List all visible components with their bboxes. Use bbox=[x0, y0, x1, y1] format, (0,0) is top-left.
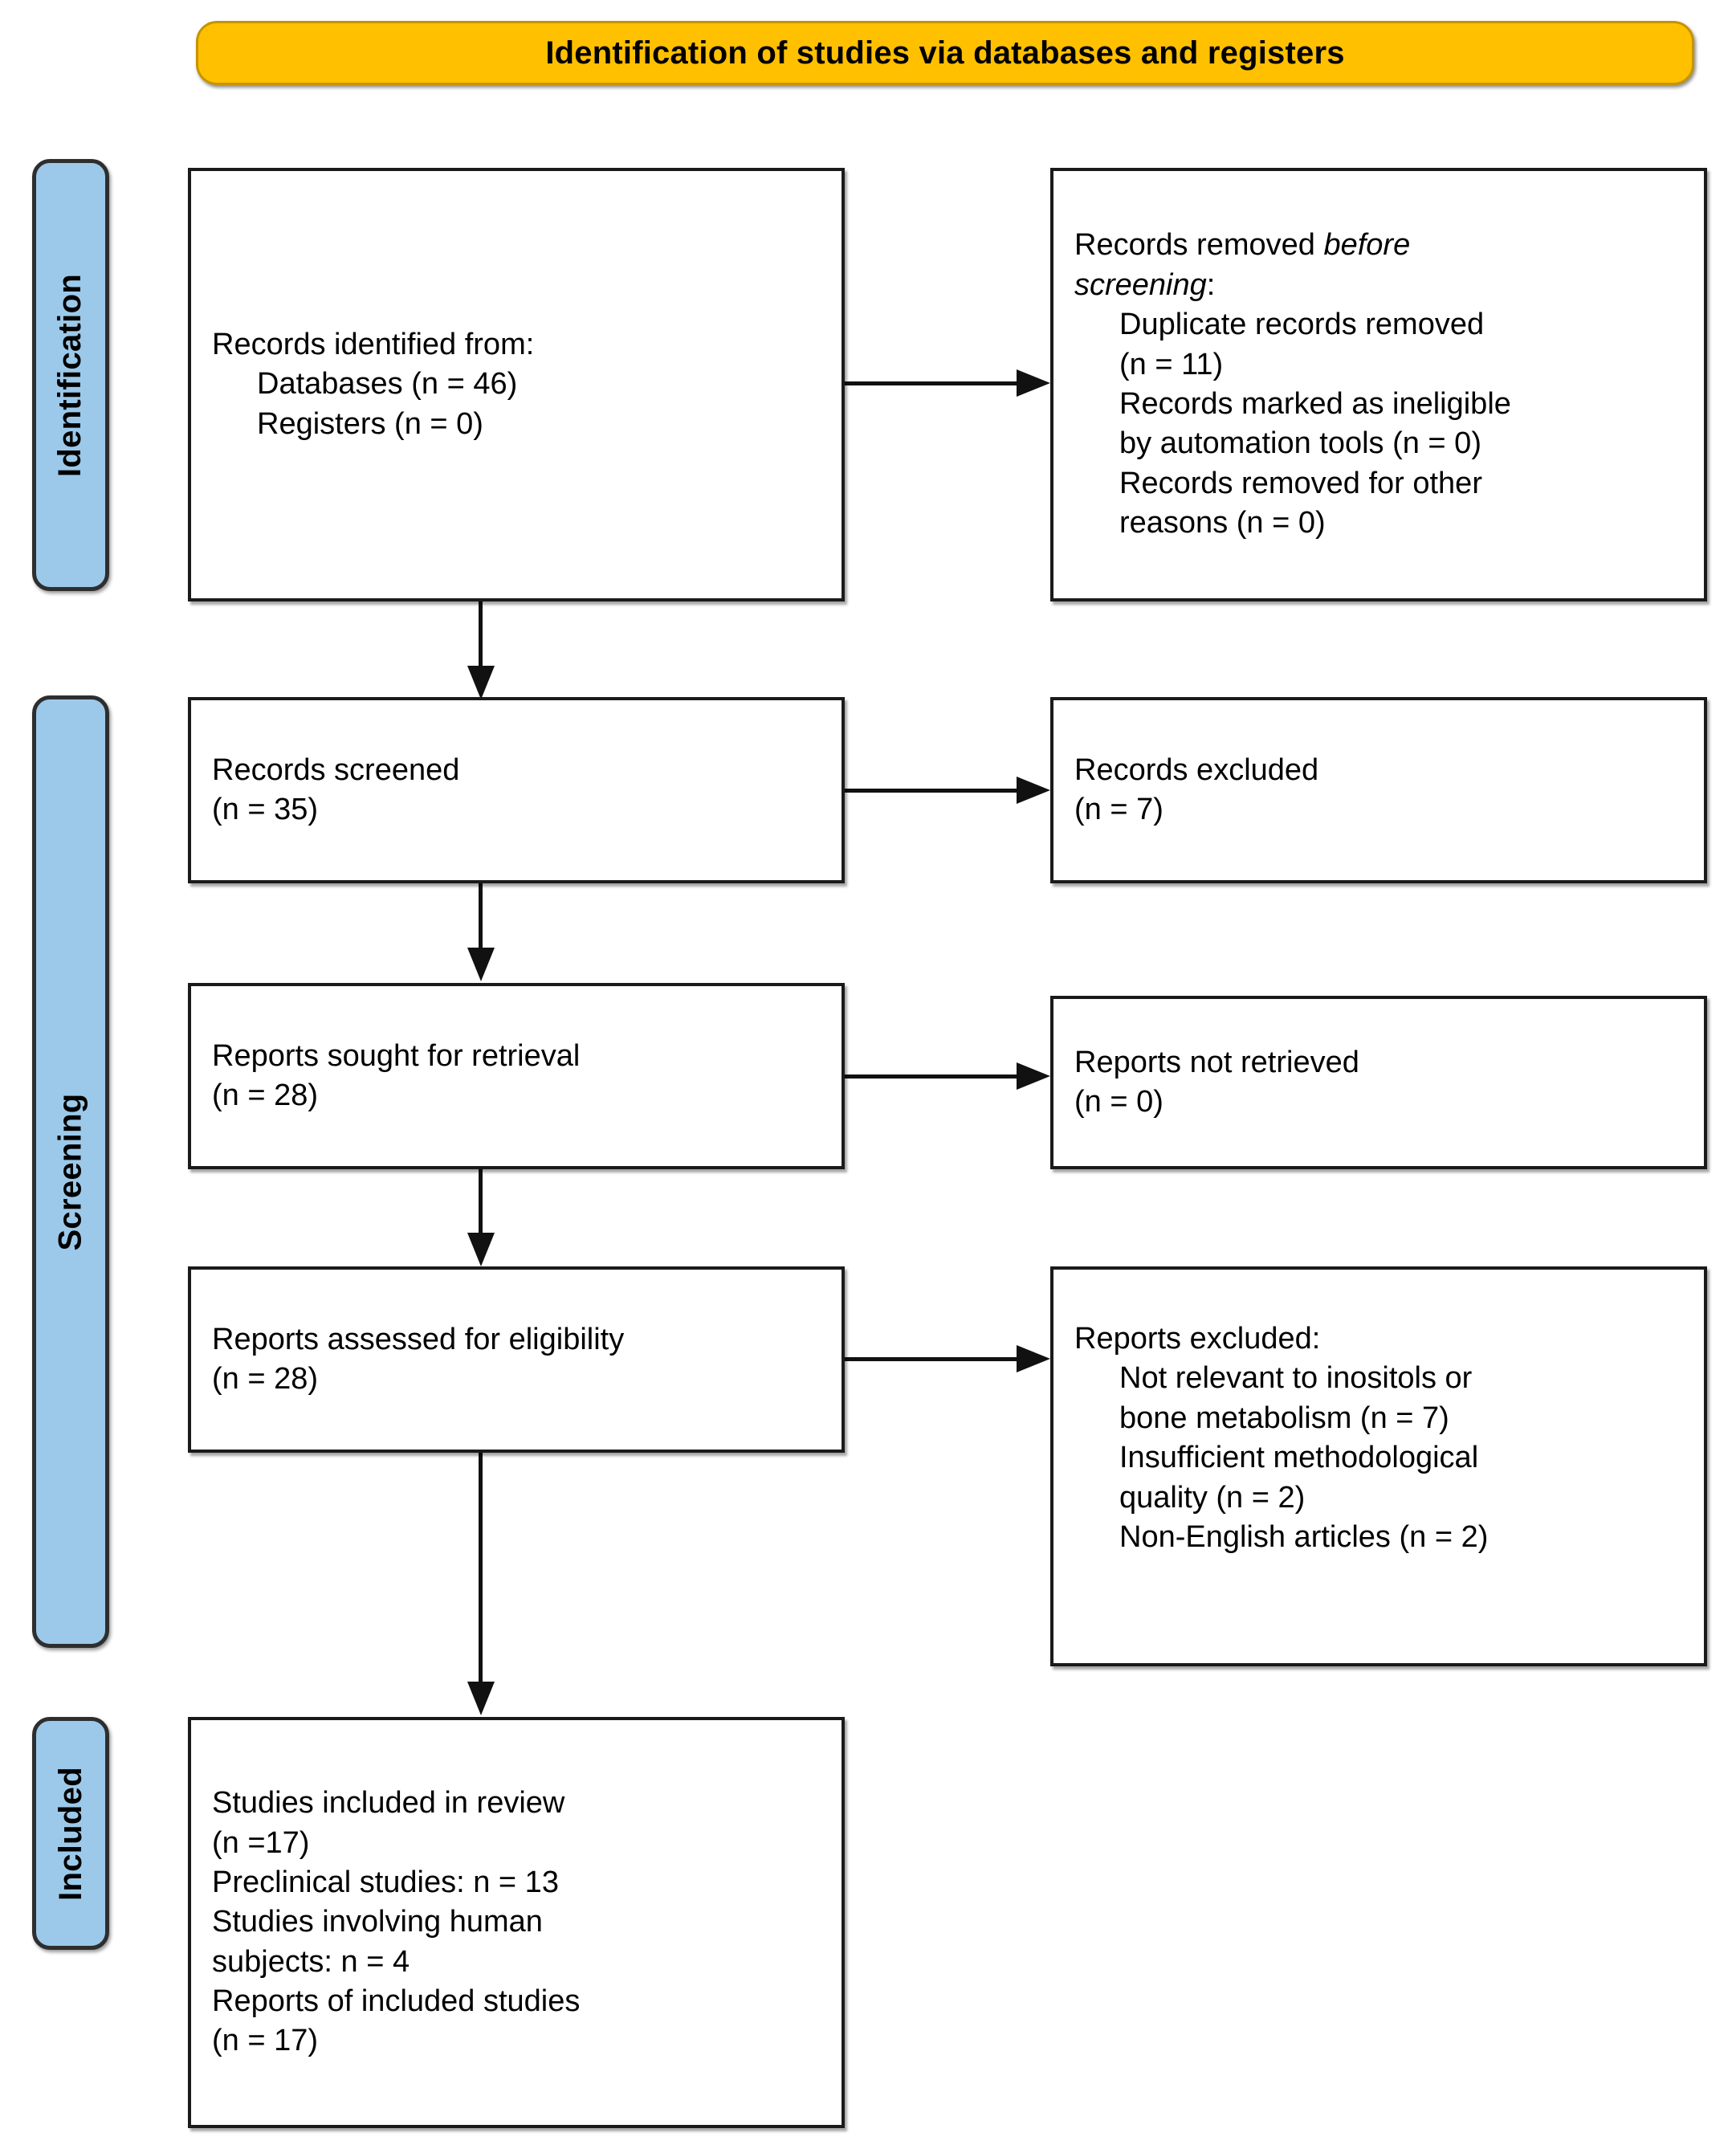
box-line: Reports assessed for eligibility bbox=[212, 1322, 625, 1356]
box-line: Records marked as ineligible bbox=[1119, 387, 1511, 421]
box-line: Preclinical studies: n = 13 bbox=[212, 1865, 559, 1899]
box-line: Studies included in review bbox=[212, 1786, 565, 1821]
arrow-screened-to-excluded bbox=[1017, 777, 1050, 804]
box-reports-not-retrieved: Reports not retrieved (n = 0) bbox=[1050, 996, 1707, 1169]
box-line: quality (n = 2) bbox=[1119, 1480, 1306, 1515]
box-line: (n = 7) bbox=[1074, 793, 1163, 826]
box-line: (n =17) bbox=[212, 1825, 310, 1860]
connector-identified-to-screened bbox=[479, 598, 483, 672]
connector-identified-to-removed bbox=[845, 381, 1018, 385]
box-line: screening: bbox=[1074, 267, 1216, 302]
connector-screened-to-sought bbox=[479, 883, 483, 952]
connector-assessed-to-excluded bbox=[845, 1357, 1018, 1361]
stage-label-screening: Screening bbox=[52, 1092, 88, 1251]
box-line: Databases (n = 46) bbox=[257, 367, 518, 402]
box-records-removed-before-screening: Records removed before screening: Duplic… bbox=[1050, 168, 1707, 601]
box-line: Records excluded bbox=[1074, 752, 1319, 787]
arrow-sought-to-assessed bbox=[467, 1233, 495, 1266]
stage-tab-identification: Identification bbox=[32, 159, 109, 591]
box-line: Records identified from: bbox=[212, 327, 535, 361]
box-line: (n = 28) bbox=[212, 1362, 319, 1396]
arrow-screened-to-sought bbox=[467, 948, 495, 981]
box-line: Non-English articles (n = 2) bbox=[1119, 1519, 1489, 1554]
box-line: Reports excluded: bbox=[1074, 1322, 1321, 1356]
box-line: by automation tools (n = 0) bbox=[1119, 426, 1481, 461]
box-line: reasons (n = 0) bbox=[1119, 506, 1326, 540]
box-line: (n = 28) bbox=[212, 1079, 319, 1112]
box-line: Studies involving human bbox=[212, 1905, 543, 1939]
box-reports-excluded: Reports excluded: Not relevant to inosit… bbox=[1050, 1266, 1707, 1666]
box-line: Reports sought for retrieval bbox=[212, 1038, 581, 1073]
box-line: Records removed before bbox=[1074, 228, 1411, 263]
connector-sought-to-assessed bbox=[479, 1168, 483, 1238]
connector-screened-to-excluded bbox=[845, 789, 1018, 793]
box-line: (n = 35) bbox=[212, 793, 319, 826]
box-line: Insufficient methodological bbox=[1119, 1441, 1479, 1475]
arrow-identified-to-removed bbox=[1017, 369, 1050, 397]
diagram-header-banner: Identification of studies via databases … bbox=[196, 21, 1694, 85]
box-line: (n = 17) bbox=[212, 2024, 319, 2058]
arrow-assessed-to-excluded bbox=[1017, 1345, 1050, 1372]
box-line: Not relevant to inositols or bbox=[1119, 1361, 1473, 1396]
box-line: Records removed for other bbox=[1119, 466, 1482, 500]
box-line: Duplicate records removed bbox=[1119, 308, 1485, 342]
connector-sought-to-not-retrieved bbox=[845, 1074, 1018, 1079]
box-line: (n = 11) bbox=[1119, 347, 1224, 381]
box-line: Records screened bbox=[212, 752, 460, 787]
box-line: Reports of included studies bbox=[212, 1984, 581, 2019]
box-studies-included-in-review: Studies included in review (n =17) Precl… bbox=[188, 1717, 845, 2128]
stage-label-included: Included bbox=[52, 1766, 88, 1901]
box-line: Registers (n = 0) bbox=[257, 406, 483, 441]
box-reports-assessed-for-eligibility: Reports assessed for eligibility (n = 28… bbox=[188, 1266, 845, 1453]
stage-tab-included: Included bbox=[32, 1717, 109, 1950]
connector-assessed-to-included bbox=[479, 1452, 483, 1686]
arrow-identified-to-screened bbox=[467, 666, 495, 699]
box-line: (n = 0) bbox=[1074, 1085, 1163, 1119]
box-records-screened: Records screened (n = 35) bbox=[188, 697, 845, 883]
arrow-assessed-to-included bbox=[467, 1682, 495, 1715]
box-line: subjects: n = 4 bbox=[212, 1944, 410, 1979]
banner-title: Identification of studies via databases … bbox=[545, 35, 1345, 71]
box-reports-sought-for-retrieval: Reports sought for retrieval (n = 28) bbox=[188, 983, 845, 1169]
arrow-sought-to-not-retrieved bbox=[1017, 1062, 1050, 1090]
box-records-excluded: Records excluded (n = 7) bbox=[1050, 697, 1707, 883]
box-line: bone metabolism (n = 7) bbox=[1119, 1401, 1449, 1435]
stage-tab-screening: Screening bbox=[32, 695, 109, 1648]
box-records-identified: Records identified from: Databases (n = … bbox=[188, 168, 845, 601]
stage-label-identification: Identification bbox=[52, 273, 88, 477]
box-line: Reports not retrieved bbox=[1074, 1045, 1359, 1079]
